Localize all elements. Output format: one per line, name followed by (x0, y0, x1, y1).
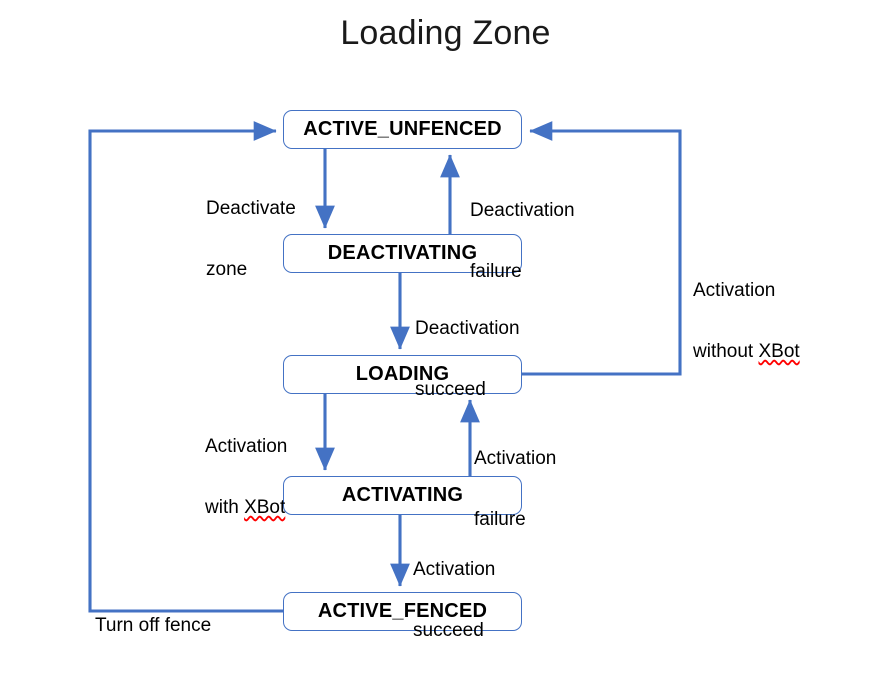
edge-activation-without-xbot (522, 121, 682, 376)
edge-label-line-2-text: with (205, 497, 245, 519)
edge-label-line-2-text: without (693, 341, 759, 363)
state-deactivating[interactable]: DEACTIVATING (283, 234, 522, 273)
edge-label-line-1: Activation (474, 447, 557, 469)
edge-label-turn-off-fence: Turn off fence (95, 580, 211, 672)
edge-label-line-1: Deactivation (470, 199, 575, 221)
edge-label-line-1: Activation (205, 435, 288, 457)
state-diagram-canvas (88, 121, 682, 613)
state-label: DEACTIVATING (327, 242, 478, 264)
state-active-unfenced[interactable]: ACTIVE_UNFENCED (283, 110, 522, 149)
edge-label-line-1: Turn off fence (95, 614, 212, 636)
edge-label-line-1: Deactivation (415, 317, 520, 339)
state-label: LOADING (355, 363, 450, 385)
edge-label-activation-failure: Activation failure (474, 413, 556, 567)
edge-label-deactivation-succeed: Deactivation succeed (415, 283, 520, 437)
edge-label-line-2: zone (206, 259, 248, 281)
edge-label-activation-with-xbot: Activation with XBot (205, 401, 287, 555)
edge-label-line-2: failure (470, 261, 522, 283)
edge-label-line-2: succeed (415, 379, 486, 401)
state-label: ACTIVE_FENCED (317, 600, 488, 622)
edge-label-line-2: with XBot (205, 493, 287, 524)
page-title: Loading Zone (340, 14, 551, 52)
state-active-fenced[interactable]: ACTIVE_FENCED (283, 592, 522, 631)
edge-label-line-1: Activation (413, 558, 496, 580)
edge-label-deactivate-zone: Deactivate zone (206, 163, 296, 317)
misspelled-word: XBot (758, 341, 800, 363)
edge-label-line-2: without XBot (693, 337, 800, 368)
misspelled-word: XBot (244, 497, 286, 519)
edge-label-line-1: Activation (693, 279, 776, 301)
edge-turn-off-fence (88, 121, 283, 613)
edge-label-activation-without-xbot: Activation without XBot (693, 245, 800, 399)
edge-label-line-2: failure (474, 509, 526, 531)
state-label: ACTIVATING (341, 484, 464, 506)
edge-label-line-2: succeed (413, 620, 484, 642)
state-activating[interactable]: ACTIVATING (283, 476, 522, 515)
state-loading[interactable]: LOADING (283, 355, 522, 394)
state-label: ACTIVE_UNFENCED (303, 118, 502, 140)
edge-label-activation-succeed: Activation succeed (413, 524, 495, 678)
edge-label-deactivation-failure: Deactivation failure (470, 165, 575, 319)
edge-label-line-1: Deactivate (206, 197, 296, 219)
